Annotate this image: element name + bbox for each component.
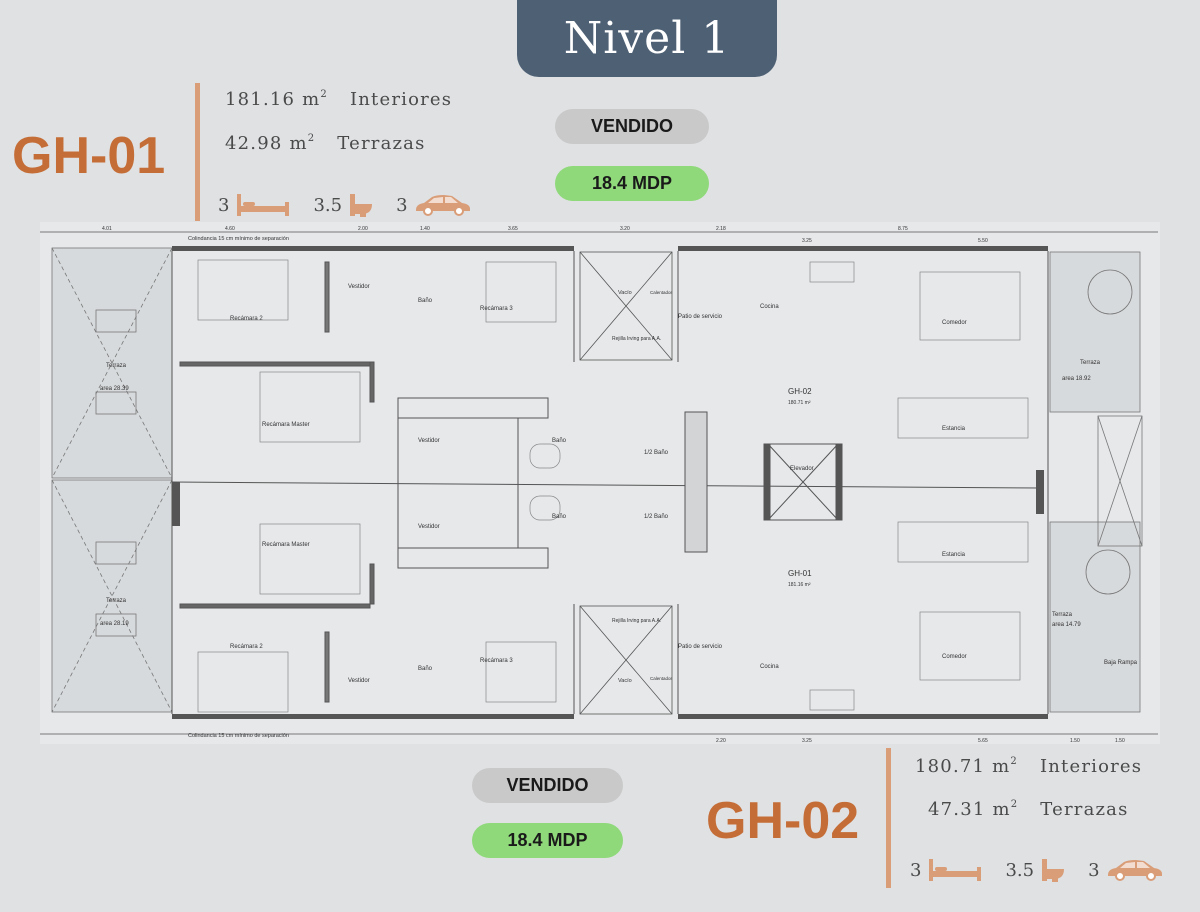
terraza-right-top: Terraza: [1080, 360, 1101, 366]
walls: [172, 246, 1048, 719]
toilet-icon: [1042, 859, 1065, 882]
calentador-top: Calentador: [650, 290, 673, 295]
calentador-bottom: Calentador: [650, 676, 673, 681]
area-left-top: area 28.39: [100, 386, 129, 392]
recamara2-bottom: Recámara 2: [230, 644, 263, 650]
toilet-icon: [350, 194, 373, 217]
recamara3-top: Recámara 3: [480, 306, 513, 312]
area-right-top: area 18.92: [1062, 376, 1091, 382]
rejilla-top: Rejilla Irving para A.A.: [612, 336, 661, 342]
dim-bottom: 1.50: [1070, 738, 1080, 744]
parking-count: 3: [396, 194, 408, 216]
terrace-right: [1049, 251, 1143, 713]
dim-top: 8.75: [898, 226, 908, 232]
unit-code-gh01: GH-01: [12, 127, 166, 185]
bathroom-count: 3.5: [1005, 859, 1035, 881]
dim-top: 3.20: [620, 226, 630, 232]
terraza-left-bottom: Terraza: [106, 598, 127, 604]
dim-top: 3.25: [802, 238, 812, 244]
vacio-top: Vacío: [618, 290, 632, 296]
vestidor-bottom: Vestidor: [348, 678, 370, 684]
recamara2-top: Recámara 2: [230, 316, 263, 322]
divider-gh01: [195, 83, 200, 221]
dim-bottom: 3.25: [802, 738, 812, 744]
terrace-left: [51, 247, 173, 713]
room-labels: Recámara 2 Vestidor Baño Recámara 3 Recá…: [230, 284, 967, 684]
divider-gh02: [886, 748, 891, 888]
estancia-top: Estancia: [942, 426, 966, 432]
cocina-bottom: Cocina: [760, 664, 779, 670]
amenities-gh02: 3 3.5 3: [910, 857, 1186, 883]
gh01-area: 181.16 m²: [788, 582, 811, 588]
voids: [579, 251, 673, 715]
price-badge-gh01: 18.4 MDP: [555, 166, 709, 201]
bano-top: Baño: [418, 298, 433, 304]
comedor-top: Comedor: [942, 320, 967, 326]
dimension-lines: [40, 231, 1158, 735]
interior-walls: [171, 251, 1049, 714]
patio-top: Patio de servicio: [678, 314, 723, 320]
dimension-labels: 4.01 4.60 2.00 1.40 3.65 3.20 2.18 3.25 …: [102, 226, 1125, 744]
vestidor-mid-top: Vestidor: [418, 438, 440, 444]
dim-top: 2.00: [358, 226, 368, 232]
medio-bano-bottom: 1/2 Baño: [644, 514, 669, 520]
area-right-bottom: area 14.79: [1052, 622, 1081, 628]
floor-plan: 4.01 4.60 2.00 1.40 3.65 3.20 2.18 3.25 …: [40, 222, 1160, 744]
bano-mid-top: Baño: [552, 438, 567, 444]
colindancia-top: Colindancia 15 cm mínimo de separación: [188, 236, 289, 242]
bedroom-count: 3: [910, 859, 922, 881]
recamara-master-top: Recámara Master: [262, 422, 310, 428]
furniture: [197, 259, 1029, 713]
dim-top: 2.18: [716, 226, 726, 232]
rejilla-bottom: Rejilla Irving para A.A.: [612, 618, 661, 624]
bano-bottom: Baño: [418, 666, 433, 672]
dim-top: 4.01: [102, 226, 112, 232]
vestidor-mid-bottom: Vestidor: [418, 524, 440, 530]
patio-bottom: Patio de servicio: [678, 644, 723, 650]
bedroom-count: 3: [218, 194, 230, 216]
status-badge-gh02: VENDIDO: [472, 768, 623, 803]
vestidor-top: Vestidor: [348, 284, 370, 290]
gh01-label: GH-01: [788, 569, 812, 578]
area-left-bottom: area 28.19: [100, 621, 129, 627]
level-title-tab: Nivel 1: [517, 0, 777, 77]
parking-count: 3: [1088, 859, 1100, 881]
dim-top: 3.65: [508, 226, 518, 232]
car-icon: [1107, 860, 1162, 881]
terraza-right-bottom: Terraza: [1052, 612, 1073, 618]
colindancia-bottom: Colindancia 15 cm mínimo de separación: [188, 733, 289, 739]
car-icon: [415, 195, 470, 216]
price-badge-gh02: 18.4 MDP: [472, 823, 623, 858]
comedor-bottom: Comedor: [942, 654, 967, 660]
vacio-bottom: Vacío: [618, 678, 632, 684]
dim-bottom: 1.50: [1115, 738, 1125, 744]
terraza-left-top: Terraza: [106, 363, 127, 369]
status-badge-gh01: VENDIDO: [555, 109, 709, 144]
recamara3-bottom: Recámara 3: [480, 658, 513, 664]
dim-bottom: 5.65: [978, 738, 988, 744]
recamara-master-bottom: Recámara Master: [262, 542, 310, 548]
estancia-bottom: Estancia: [942, 552, 966, 558]
bathroom-count: 3.5: [313, 194, 343, 216]
dim-top: 5.50: [978, 238, 988, 244]
dim-top: 4.60: [225, 226, 235, 232]
bano-mid-bottom: Baño: [552, 514, 567, 520]
gh02-area: 180.71 m²: [788, 400, 811, 406]
elevador: Elevador: [790, 466, 814, 472]
medio-bano-top: 1/2 Baño: [644, 450, 669, 456]
dim-bottom: 2.20: [716, 738, 726, 744]
dim-top: 1.40: [420, 226, 430, 232]
unit-code-gh02: GH-02: [706, 792, 860, 850]
baja-rampa: Baja Rampa: [1104, 660, 1138, 666]
bed-icon: [929, 859, 982, 881]
amenities-gh01: 3 3.5 3: [218, 192, 494, 218]
cocina-top: Cocina: [760, 304, 779, 310]
bed-icon: [237, 194, 290, 216]
gh02-label: GH-02: [788, 387, 812, 396]
level-title: Nivel 1: [563, 13, 731, 64]
